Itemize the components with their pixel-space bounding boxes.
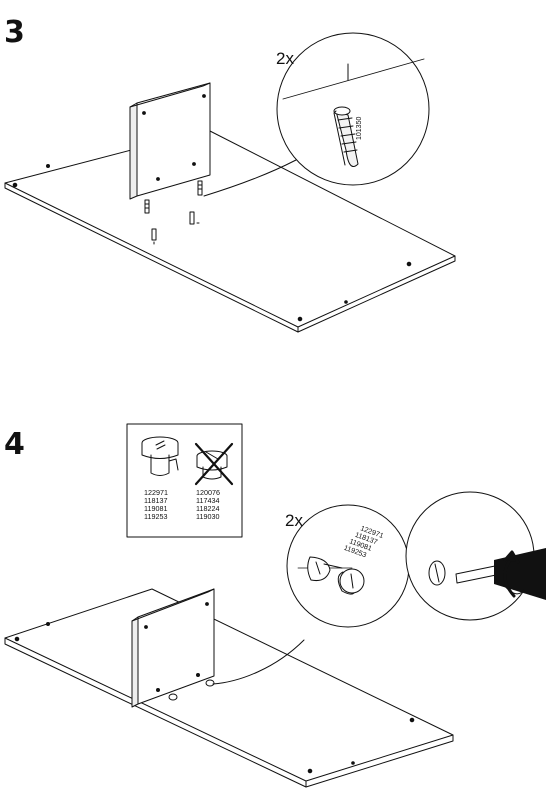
wrong-code: 120076 (196, 488, 220, 497)
step-3-number: 3 (4, 15, 25, 50)
step-3-dowel-left (144, 199, 150, 214)
compatibility-correct-codes: 122971 118137 119081 119253 (144, 488, 168, 521)
rotation-arrow-icon (503, 550, 520, 598)
correct-code: 119081 (144, 504, 167, 513)
step-3-dowel-right (197, 180, 203, 196)
correct-cam-lock-icon (141, 436, 179, 476)
step-4-callout-circle (286, 504, 410, 628)
correct-code: 118137 (144, 496, 167, 505)
step-4-quantity-label: 2x (285, 511, 303, 530)
step-4-screwdriver-circle (405, 491, 546, 621)
step-4-compatibility-box (126, 423, 243, 538)
step-3-part-code: 101350 (356, 117, 363, 140)
step-4-upright-panel (131, 588, 215, 708)
step-4-callout-leader (212, 639, 305, 685)
compatibility-wrong-codes: 120076 117434 118224 119030 (196, 488, 220, 521)
wrong-code: 119030 (196, 512, 219, 521)
cam-lock-slot-icon (428, 560, 446, 586)
wrong-code: 118224 (196, 504, 219, 513)
correct-code: 122971 (144, 488, 168, 497)
step-4-number: 4 (4, 427, 25, 462)
step-4-cam-lock-icon (297, 556, 365, 595)
step-3-upright-panel (129, 82, 211, 200)
correct-code: 119253 (144, 512, 167, 521)
step-4-cam-lock-left (156, 688, 178, 701)
step-4-illustration (4, 423, 546, 788)
step-3-callout-leader (203, 159, 297, 197)
step-4-base-panel (4, 588, 454, 788)
step-4-cam-lock-right (196, 673, 215, 687)
step-3-base-holes (151, 211, 200, 245)
wrong-code: 117434 (196, 496, 219, 505)
step-3-wooden-dowel-icon (333, 106, 359, 167)
cross-out-icon (194, 442, 234, 486)
step-3-quantity-label: 2x (276, 49, 294, 68)
step-3-callout-circle (276, 32, 430, 186)
step-3-illustration (4, 32, 456, 333)
